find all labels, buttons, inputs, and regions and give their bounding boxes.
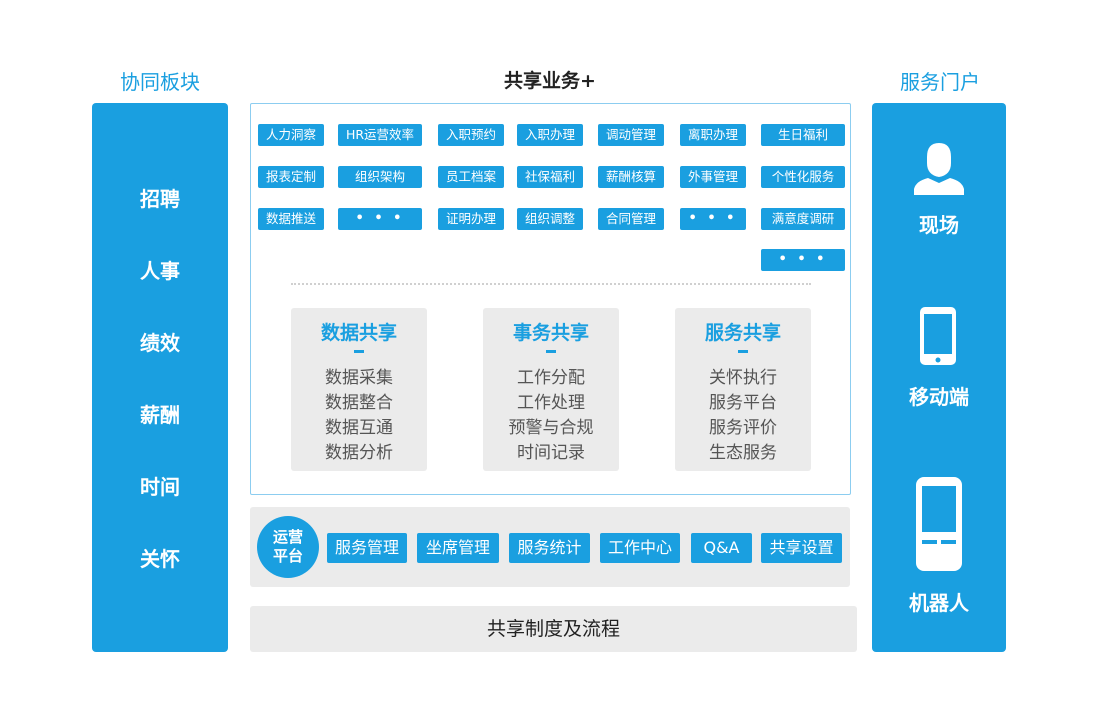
chip-onboarding: 入职办理 xyxy=(517,124,583,146)
service-share-title: 服务共享 xyxy=(704,322,781,344)
right-column-title: 服务门户 xyxy=(900,70,980,94)
right-item-robot: 机器人 xyxy=(909,591,969,615)
left-item-personnel: 人事 xyxy=(140,259,180,283)
data-share-item: 数据互通 xyxy=(325,418,393,438)
service-share-item: 生态服务 xyxy=(709,443,777,463)
data-share-box: 数据共享 数据采集 数据整合 数据互通 数据分析 xyxy=(291,308,427,471)
chip-hr-insight: 人力洞察 xyxy=(258,124,324,146)
affairs-share-item: 工作分配 xyxy=(517,368,585,388)
affairs-share-item: 工作处理 xyxy=(517,393,585,413)
left-column-title: 协同板块 xyxy=(120,70,200,94)
chip-certificate: 证明办理 xyxy=(438,208,504,230)
chip-payroll: 薪酬核算 xyxy=(598,166,664,188)
operations-platform-badge: 运营 平台 xyxy=(257,516,319,578)
chip-contract: 合同管理 xyxy=(598,208,664,230)
chip-data-push: 数据推送 xyxy=(258,208,324,230)
chip-employee-file: 员工档案 xyxy=(438,166,504,188)
chip-more-3: • • • xyxy=(761,249,845,271)
chip-hr-efficiency: HR运营效率 xyxy=(338,124,422,146)
affairs-share-item: 预警与合规 xyxy=(508,418,594,438)
chip-satisfaction-survey: 满意度调研 xyxy=(761,208,845,230)
left-item-care: 关怀 xyxy=(140,547,180,571)
seat-management-button[interactable]: 坐席管理 xyxy=(417,533,499,563)
service-share-item: 服务平台 xyxy=(709,393,777,413)
left-item-salary: 薪酬 xyxy=(140,403,180,427)
service-portal-panel: 现场 移动端 机器人 xyxy=(872,103,1006,652)
data-share-accent-bar xyxy=(354,350,364,353)
left-item-performance: 绩效 xyxy=(140,331,180,355)
mobile-phone-icon xyxy=(919,306,957,366)
chip-transfer: 调动管理 xyxy=(598,124,664,146)
operations-platform-label: 运营 平台 xyxy=(272,528,303,565)
shared-business-box: 人力洞察 HR运营效率 入职预约 入职办理 调动管理 离职办理 生日福利 报表定… xyxy=(250,103,851,495)
chip-more-1: • • • xyxy=(338,208,422,230)
affairs-share-accent-bar xyxy=(546,350,556,353)
share-settings-button[interactable]: 共享设置 xyxy=(761,533,842,563)
service-share-item: 服务评价 xyxy=(709,418,777,438)
right-item-onsite: 现场 xyxy=(919,213,959,237)
data-share-item: 数据采集 xyxy=(325,368,393,388)
chip-org-adjust: 组织调整 xyxy=(517,208,583,230)
service-share-accent-bar xyxy=(738,350,748,353)
left-item-time: 时间 xyxy=(140,475,180,499)
data-share-title: 数据共享 xyxy=(320,322,397,344)
chip-external-affairs: 外事管理 xyxy=(680,166,746,188)
chip-report-custom: 报表定制 xyxy=(258,166,324,188)
affairs-share-item: 时间记录 xyxy=(517,443,585,463)
data-share-item: 数据分析 xyxy=(325,443,393,463)
collaboration-panel: 招聘 人事 绩效 薪酬 时间 关怀 xyxy=(92,103,228,652)
service-share-box: 服务共享 关怀执行 服务平台 服务评价 生态服务 xyxy=(675,308,811,471)
person-icon xyxy=(912,139,966,195)
work-center-button[interactable]: 工作中心 xyxy=(600,533,680,563)
service-management-button[interactable]: 服务管理 xyxy=(327,533,407,563)
service-share-item: 关怀执行 xyxy=(709,368,777,388)
affairs-share-box: 事务共享 工作分配 工作处理 预警与合规 时间记录 xyxy=(483,308,619,471)
center-column-title: 共享业务+ xyxy=(504,70,596,92)
chip-more-2: • • • xyxy=(680,208,746,230)
chip-org-structure: 组织架构 xyxy=(338,166,422,188)
chip-resignation: 离职办理 xyxy=(680,124,746,146)
chip-onboard-booking: 入职预约 xyxy=(438,124,504,146)
chip-social-insurance: 社保福利 xyxy=(517,166,583,188)
left-item-recruit: 招聘 xyxy=(140,187,180,211)
chip-personalized-service: 个性化服务 xyxy=(761,166,845,188)
chip-birthday-benefit: 生日福利 xyxy=(761,124,845,146)
affairs-share-title: 事务共享 xyxy=(512,322,589,344)
operations-platform-bar: 运营 平台 服务管理 坐席管理 服务统计 工作中心 Q&A 共享设置 xyxy=(250,507,850,587)
shared-rules-process-bar: 共享制度及流程 xyxy=(250,606,857,652)
qa-button[interactable]: Q&A xyxy=(691,533,752,563)
service-statistics-button[interactable]: 服务统计 xyxy=(509,533,590,563)
dotted-separator xyxy=(291,283,811,285)
data-share-item: 数据整合 xyxy=(325,393,393,413)
kiosk-robot-icon xyxy=(915,476,963,572)
right-item-mobile: 移动端 xyxy=(909,385,969,409)
